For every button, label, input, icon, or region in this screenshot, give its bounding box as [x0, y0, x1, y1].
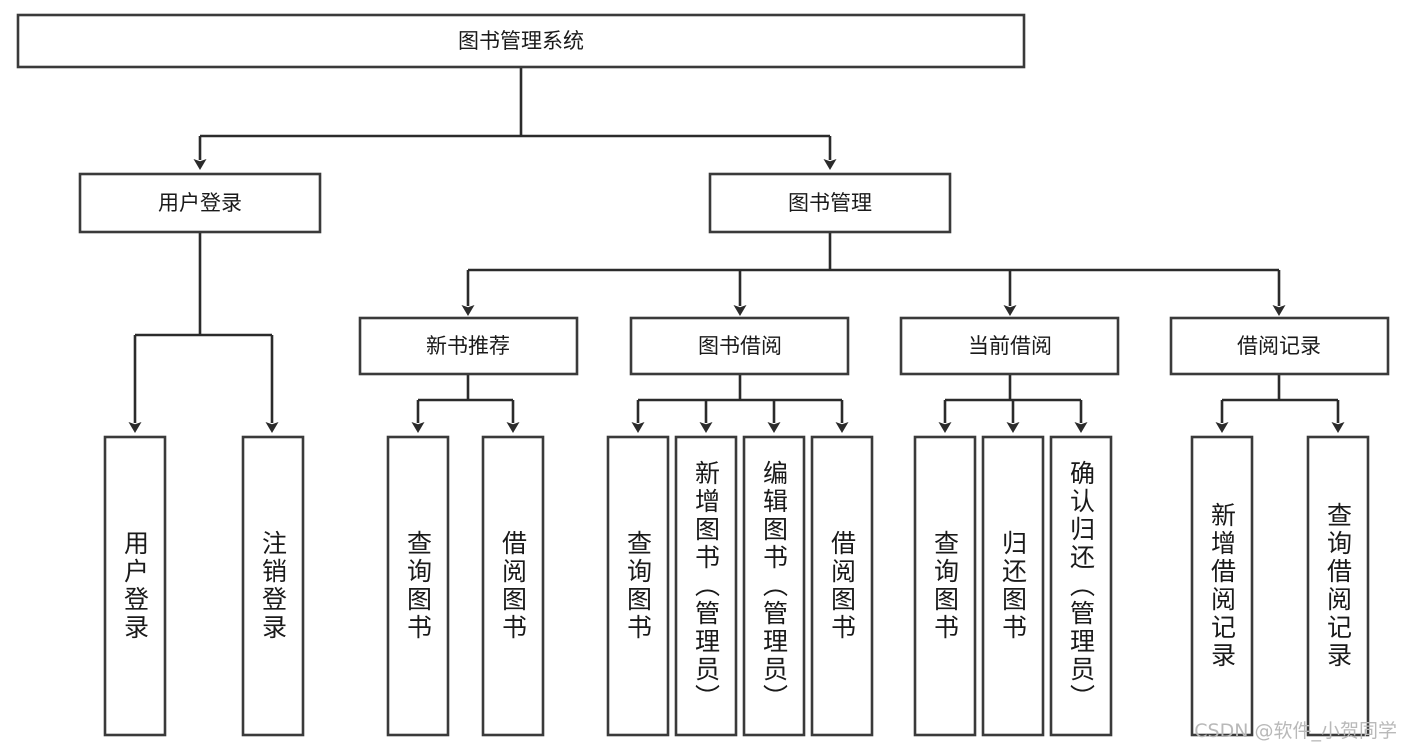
- leaf-boxes-book-borrow: [606, 435, 874, 737]
- node-borrow-record[interactable]: 借阅记录: [1169, 316, 1390, 376]
- leaf-box-new-book-0[interactable]: [386, 435, 450, 737]
- node-current-borrow-label: 当前借阅: [968, 334, 1052, 358]
- leaf-box-current-borrow-2[interactable]: [1049, 435, 1113, 737]
- node-book-borrow[interactable]: 图书借阅: [629, 316, 850, 376]
- leaf-box-book-borrow-3[interactable]: [810, 435, 874, 737]
- node-book-borrow-box[interactable]: [629, 316, 850, 376]
- node-root[interactable]: 图书管理系统: [16, 13, 1026, 69]
- leaf-boxes-current-borrow: [913, 435, 1113, 737]
- node-new-book-recommend[interactable]: 新书推荐: [358, 316, 579, 376]
- node-current-borrow-box[interactable]: [899, 316, 1120, 376]
- leaf-box-book-borrow-1[interactable]: [674, 435, 738, 737]
- leaf-box-book-borrow-0[interactable]: [606, 435, 670, 737]
- node-book-manage[interactable]: 图书管理: [708, 172, 952, 234]
- connector-group-new-book-to-leaves: [411, 374, 520, 433]
- connector-group-book-manage-to-level3: [461, 232, 1286, 316]
- connector-group-user-login-to-leaves: [128, 232, 279, 433]
- leaf-box-current-borrow-0[interactable]: [913, 435, 977, 737]
- leaf-box-current-borrow-1[interactable]: [981, 435, 1045, 737]
- leaf-box-book-borrow-2[interactable]: [742, 435, 806, 737]
- csdn-watermark: CSDN @软件_小贺同学: [1194, 720, 1397, 742]
- node-current-borrow[interactable]: 当前借阅: [899, 316, 1120, 376]
- connector-group-book-borrow-to-leaves: [631, 374, 849, 433]
- node-borrow-record-box[interactable]: [1169, 316, 1390, 376]
- node-book-manage-box[interactable]: [708, 172, 952, 234]
- leaf-box-borrow-record-0[interactable]: [1190, 435, 1254, 737]
- node-user-login-label: 用户登录: [158, 191, 242, 215]
- connector-group-root-to-level2: [193, 67, 837, 170]
- connector-group-borrow-record-to-leaves: [1215, 374, 1345, 433]
- node-user-login-box[interactable]: [78, 172, 322, 234]
- leaf-box-new-book-1[interactable]: [481, 435, 545, 737]
- node-book-borrow-label: 图书借阅: [698, 334, 782, 358]
- leaf-boxes-new-book: [386, 435, 545, 737]
- node-new-book-recommend-label: 新书推荐: [426, 334, 510, 358]
- leaf-boxes-user-login: [103, 435, 305, 737]
- node-book-manage-label: 图书管理: [788, 191, 872, 215]
- node-user-login[interactable]: 用户登录: [78, 172, 322, 234]
- leaf-box-user-login-0[interactable]: [103, 435, 167, 737]
- leaf-boxes-borrow-record: [1190, 435, 1370, 737]
- node-borrow-record-label: 借阅记录: [1237, 334, 1321, 358]
- node-root-box[interactable]: [16, 13, 1026, 69]
- leaf-box-user-login-1[interactable]: [241, 435, 305, 737]
- connector-group-current-borrow-to-leaves: [938, 374, 1088, 433]
- node-new-book-recommend-box[interactable]: [358, 316, 579, 376]
- node-root-label: 图书管理系统: [458, 29, 584, 53]
- leaf-box-borrow-record-1[interactable]: [1306, 435, 1370, 737]
